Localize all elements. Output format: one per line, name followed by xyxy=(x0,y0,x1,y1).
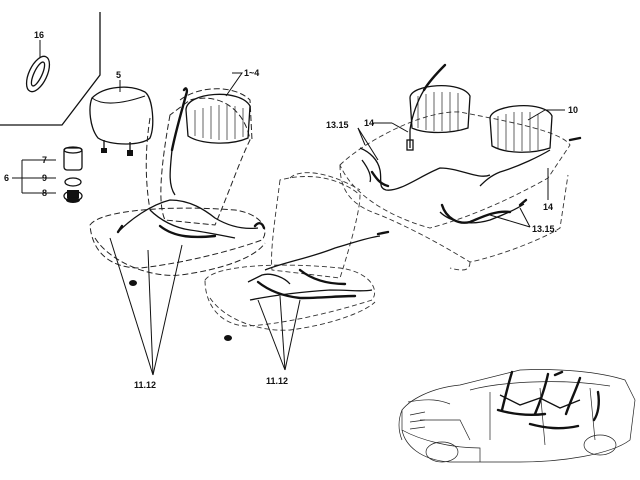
bolt-stack-part-6 xyxy=(12,146,83,203)
grommet-part-16 xyxy=(25,40,51,93)
car-inset xyxy=(398,369,636,463)
label-13-15-top: 13.15 xyxy=(326,120,349,130)
label-6: 6 xyxy=(4,173,9,183)
inset-frame xyxy=(0,12,101,126)
label-5: 5 xyxy=(116,70,121,80)
label-9: 9 xyxy=(42,173,47,183)
rear-bench-seat xyxy=(339,63,582,271)
label-11-12-mid: 11.12 xyxy=(266,376,288,386)
label-7: 7 xyxy=(42,155,47,165)
label-14-top: 14 xyxy=(364,118,374,128)
label-14-right: 14 xyxy=(543,202,553,212)
label-8: 8 xyxy=(42,188,47,198)
label-10: 10 xyxy=(568,105,578,115)
callout-labels: 16 5 1~4 7 6 9 8 13.15 14 10 14 13.15. 1… xyxy=(4,30,578,390)
label-16: 16 xyxy=(34,30,44,40)
headrest-part-5 xyxy=(89,80,154,156)
label-1-4: 1~4 xyxy=(244,68,259,78)
left-front-seat xyxy=(89,87,266,286)
label-11-12-left: 11.12 xyxy=(134,380,156,390)
right-front-seat xyxy=(204,172,390,341)
leader-lines xyxy=(109,72,565,376)
label-13-15-right: 13.15. xyxy=(532,224,557,234)
